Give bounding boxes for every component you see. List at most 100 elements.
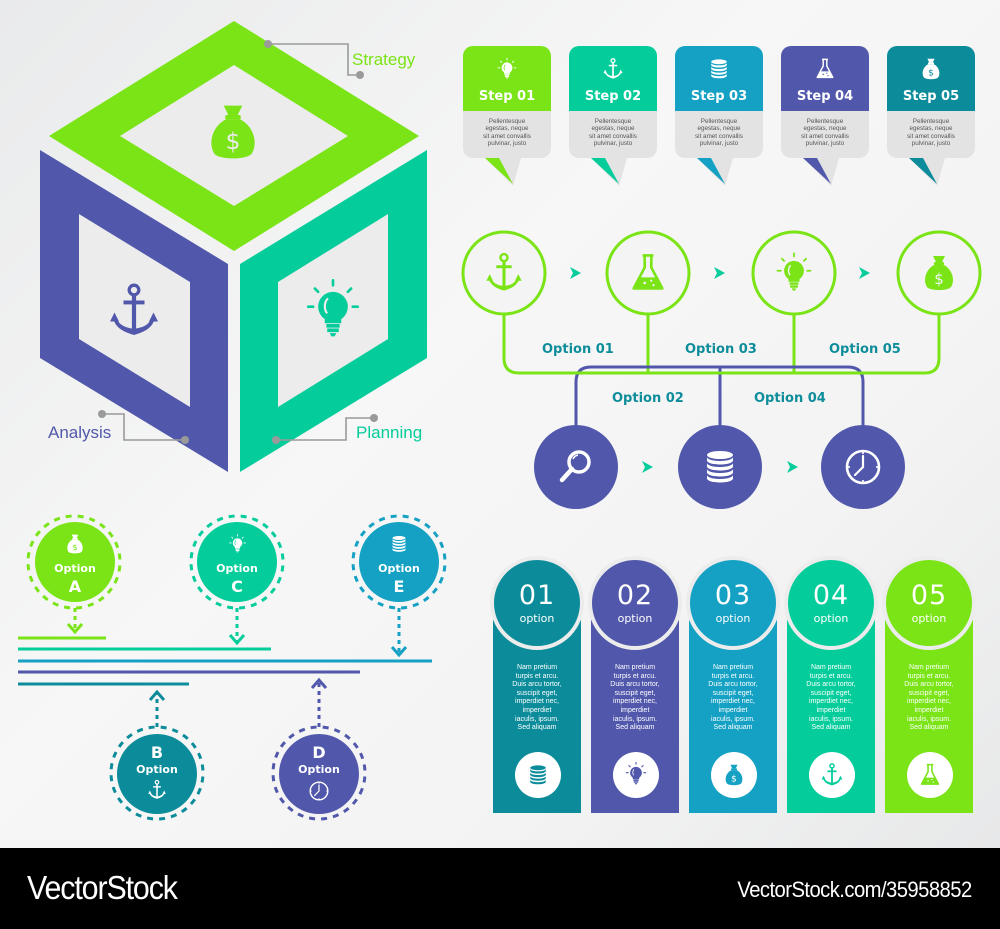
step-label: Step 02 [584,89,642,104]
money-bag-icon [725,764,743,786]
coins-stack-icon [707,57,731,81]
step-header: Step 03 [675,46,763,111]
anchor-icon [601,57,625,81]
column-subtitle: option [813,612,849,625]
brand-logo: VectorStock [27,869,178,906]
column-number-circle [784,556,878,650]
step-pointer [591,158,627,186]
option-02-label: Option 02 [612,391,684,406]
step-pointer [909,158,945,186]
svg-text:Option: Option [54,562,96,575]
svg-text:E: E [394,577,405,596]
column-icon-badge [613,752,659,798]
step-pointer [803,158,839,186]
column-number: 01 [518,580,556,611]
timeline-option-e: Option E [351,514,447,658]
flow-node-flask [605,230,691,316]
lightbulb-icon [495,57,519,81]
column-number-circle [490,556,584,650]
cube-label-strategy: Strategy [352,50,416,69]
column-number: 02 [616,580,654,611]
column-number: 05 [910,580,948,611]
column-icon-badge [809,752,855,798]
step-pointer [697,158,733,186]
step-label: Step 05 [902,89,960,104]
lightbulb-icon [625,761,647,785]
flask-icon [813,57,837,81]
coins-stack-icon [530,765,546,785]
flow-node-coins [678,425,762,509]
timeline-option-b: B Option [109,689,205,821]
options-timeline: Option A Option C Option E B Option [18,514,447,821]
watermark-footer: VectorStock VectorStock.com/35958852 [0,848,1000,929]
column-subtitle: option [715,612,751,625]
step-label: Step 04 [796,89,854,104]
column-icon-badge [711,752,757,798]
step-header: Step 02 [569,46,657,111]
chevron-right-icon [570,267,870,473]
timeline-option-c: Option C [189,514,285,646]
column-subtitle: option [617,612,653,625]
column-subtitle: option [911,612,947,625]
step-label: Step 03 [690,89,748,104]
anchor-icon [820,763,844,787]
option-01-label: Option 01 [542,342,614,357]
timeline-option-d: D Option [271,677,367,821]
svg-text:D: D [312,743,325,762]
flask-icon [920,763,940,785]
options-flow-diagram: Option 01 Option 03 Option 05 Option 02 … [461,230,982,509]
svg-text:Option: Option [216,562,258,575]
flow-node-lightbulb [751,230,837,316]
flow-node-anchor [461,230,547,316]
svg-text:Option: Option [136,763,178,776]
column-icon-badge [907,752,953,798]
flow-node-money-bag [896,230,982,316]
svg-text:Option: Option [298,763,340,776]
flow-node-clock [821,425,905,509]
step-header: Step 01 [463,46,551,111]
step-label: Step 01 [478,89,536,104]
svg-text:C: C [231,577,243,596]
cube-label-planning: Planning [356,423,422,442]
column-number-circle [588,556,682,650]
svg-text:Option: Option [378,562,420,575]
option-05-label: Option 05 [829,342,901,357]
column-number-circle [686,556,780,650]
svg-text:B: B [151,743,163,762]
step-header: Step 04 [781,46,869,111]
column-number: 04 [812,580,850,611]
timeline-option-a: Option A [26,514,122,635]
svg-text:A: A [69,577,82,596]
money-bag-icon [919,57,943,81]
option-04-label: Option 04 [754,391,826,406]
column-icon-badge [515,752,561,798]
step-pointer [485,158,521,186]
image-url: VectorStock.com/35958852 [737,877,973,902]
cube-diagram: Strategy Analysis Planning [40,21,427,472]
option-03-label: Option 03 [685,342,757,357]
cube-label-analysis: Analysis [48,423,111,442]
step-header: Step 05 [887,46,975,111]
column-subtitle: option [519,612,555,625]
column-number-circle [882,556,976,650]
